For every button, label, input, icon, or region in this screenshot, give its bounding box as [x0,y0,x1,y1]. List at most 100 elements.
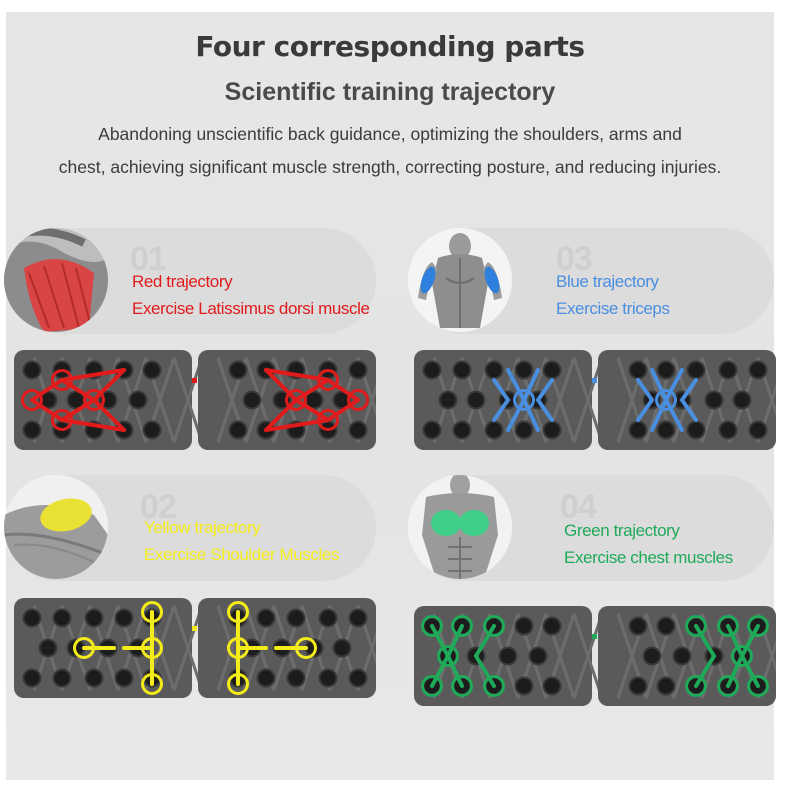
pushup-board-blue [414,350,776,450]
trajectory-ring [141,601,163,623]
board-center-marker [592,634,597,639]
board-hole [348,668,368,688]
description: Abandoning unscientific back guidance, o… [0,118,780,184]
board-hole [22,668,42,688]
trajectory-line [694,624,716,658]
trajectory-ring [747,615,769,637]
board-hole [484,360,504,380]
board-lattice [172,357,204,443]
red-trajectory-desc: Exercise Latissimus dorsi muscle [132,299,370,318]
trajectory-ring [747,675,769,697]
green-trajectory-title: Green trajectory [564,521,680,540]
board-left-half [14,598,204,698]
board-hole [466,390,486,410]
board-hole [628,420,648,440]
board-left-half [414,606,604,706]
trajectory-ring [717,675,739,697]
blue-trajectory-label: Blue trajectory Exercise triceps [556,268,670,322]
board-hole [422,420,442,440]
board-hole [628,360,648,380]
trajectory-ring [51,409,73,431]
trajectory-line [694,654,716,688]
board-hole [332,638,352,658]
trajectory-ring [731,645,753,667]
board-svg [414,606,776,706]
board-hole [438,390,458,410]
board-right-half [598,350,776,450]
trajectory-line [726,624,745,688]
section-number-04: 04 [560,488,597,526]
trajectory-ring [437,645,459,667]
board-hole [452,360,472,380]
trajectory-line [535,378,554,422]
board-hole [628,676,648,696]
board-hole [84,668,104,688]
board-hole [318,608,338,628]
board-svg [414,350,776,450]
board-hole [656,360,676,380]
board-hole [22,420,42,440]
trajectory-ring [285,389,307,411]
trajectory-line [474,624,496,658]
trajectory-line [92,398,126,432]
board-hole [514,360,534,380]
board-hole [228,360,248,380]
green-trajectory-desc: Exercise chest muscles [564,548,733,567]
red-trajectory-label: Red trajectory Exercise Latissimus dorsi… [132,268,370,322]
board-left-half [414,350,604,450]
trajectory-ring [483,675,505,697]
section-number-03: 03 [556,240,593,278]
trajectory-ring [141,673,163,695]
board-lattice [172,605,204,691]
board-svg [14,350,376,450]
board-lattice [572,357,604,443]
pushup-board-red [14,350,376,450]
pushup-board-green [414,606,776,706]
board-hole [514,420,534,440]
trajectory-ring [21,389,43,411]
page-title: Four corresponding parts [195,30,585,63]
trajectory-ring [51,369,73,391]
board-hole [128,390,148,410]
section-number-02: 02 [140,488,177,526]
board-hole [228,420,248,440]
board-hole [84,608,104,628]
board-hole [628,616,648,636]
section-number-01: 01 [130,240,167,278]
trajectory-ring [317,369,339,391]
board-hole [52,608,72,628]
board-hole [22,360,42,380]
board-hole [348,608,368,628]
board-hole [348,360,368,380]
trajectory-ring [421,675,443,697]
trajectory-ring [347,389,369,411]
description-line-1: Abandoning unscientific back guidance, o… [98,124,682,144]
triceps-muscle-image [408,228,512,332]
board-hole [114,668,134,688]
trajectory-ring [227,637,249,659]
board-left-half [14,350,204,450]
board-hole [514,676,534,696]
trajectory-ring [227,601,249,623]
board-hole [318,668,338,688]
board-svg [14,598,376,698]
board-hole [732,390,752,410]
pushup-board-yellow [14,598,376,698]
trajectory-ring [83,389,105,411]
board-hole [656,420,676,440]
board-lattice [572,613,604,699]
board-center-marker [592,378,597,383]
board-hole [452,420,472,440]
board-right-half [198,598,376,698]
trajectory-line [474,654,496,688]
board-hole [542,676,562,696]
trajectory-ring [295,637,317,659]
board-hole [748,420,768,440]
page-subtitle: Scientific training trajectory [224,78,556,106]
board-center-marker [192,378,197,383]
board-hole [528,646,548,666]
blue-trajectory-title: Blue trajectory [556,272,659,291]
board-hole [686,420,706,440]
board-hole [422,360,442,380]
green-trajectory-label: Green trajectory Exercise chest muscles [564,517,733,571]
